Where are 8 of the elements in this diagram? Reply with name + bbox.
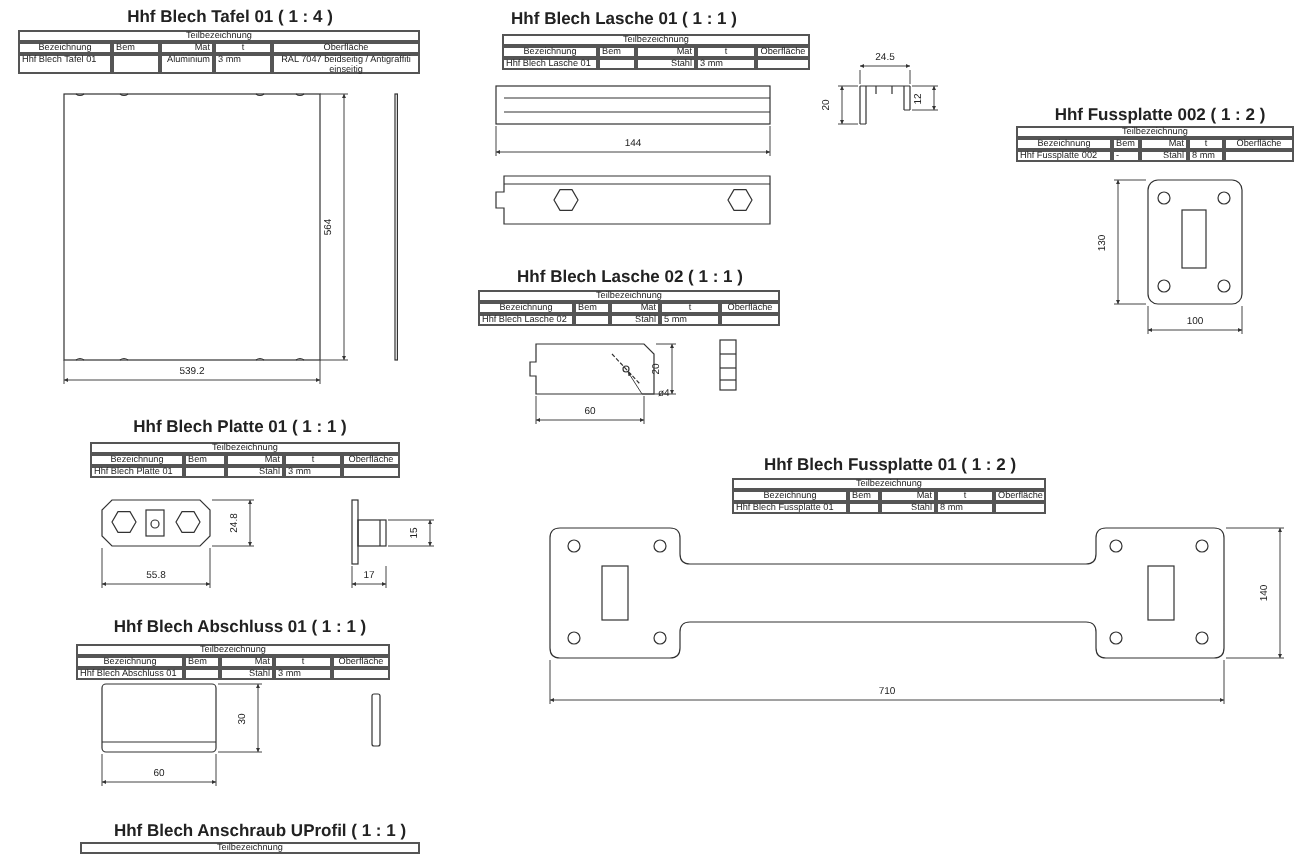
- view-title: Hhf Blech Platte 01 ( 1 : 1 ): [133, 416, 347, 436]
- view-title: Hhf Blech Tafel 01 ( 1 : 4 ): [127, 6, 333, 26]
- view-title: Hhf Blech Anschraub UProfil ( 1 : 1 ): [113, 820, 407, 840]
- view-title: Hhf Blech Lasche 01 ( 1 : 1 ): [511, 8, 737, 28]
- view-title: Hhf Blech Fussplatte 01 ( 1 : 2 ): [763, 454, 1017, 474]
- view-title: Hhf Blech Lasche 02 ( 1 : 1 ): [517, 266, 743, 286]
- view-title: Hhf Fussplatte 002 ( 1 : 2 ): [1054, 104, 1266, 124]
- view-title: Hhf Blech Abschluss 01 ( 1 : 1 ): [113, 616, 367, 636]
